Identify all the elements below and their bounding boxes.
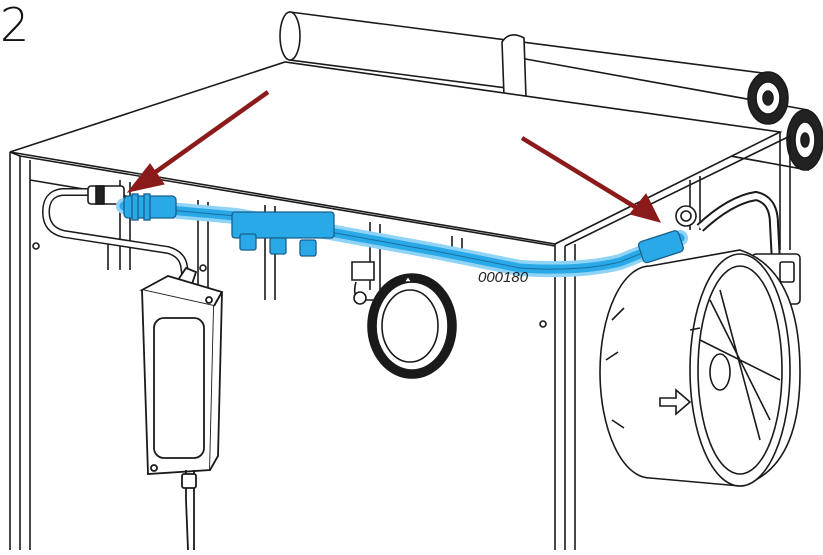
left-pointer-arrowhead (126, 163, 165, 193)
step-number: 2 (0, 0, 30, 52)
arrow-right-icon (659, 388, 692, 416)
fan-duct-icon (599, 190, 801, 487)
left-tube (41, 185, 190, 281)
highlighted-cable (116, 193, 688, 278)
right-pointer-arrow (520, 136, 642, 212)
right-pointer-arrowhead (629, 193, 661, 223)
pointer-arrows (126, 90, 661, 223)
part-code-label: 000180 (478, 269, 529, 286)
left-pointer-arrow (148, 90, 270, 178)
power-supply-icon (139, 266, 224, 551)
cable-connector-icon (123, 193, 684, 264)
round-port-cap-icon (351, 261, 457, 379)
